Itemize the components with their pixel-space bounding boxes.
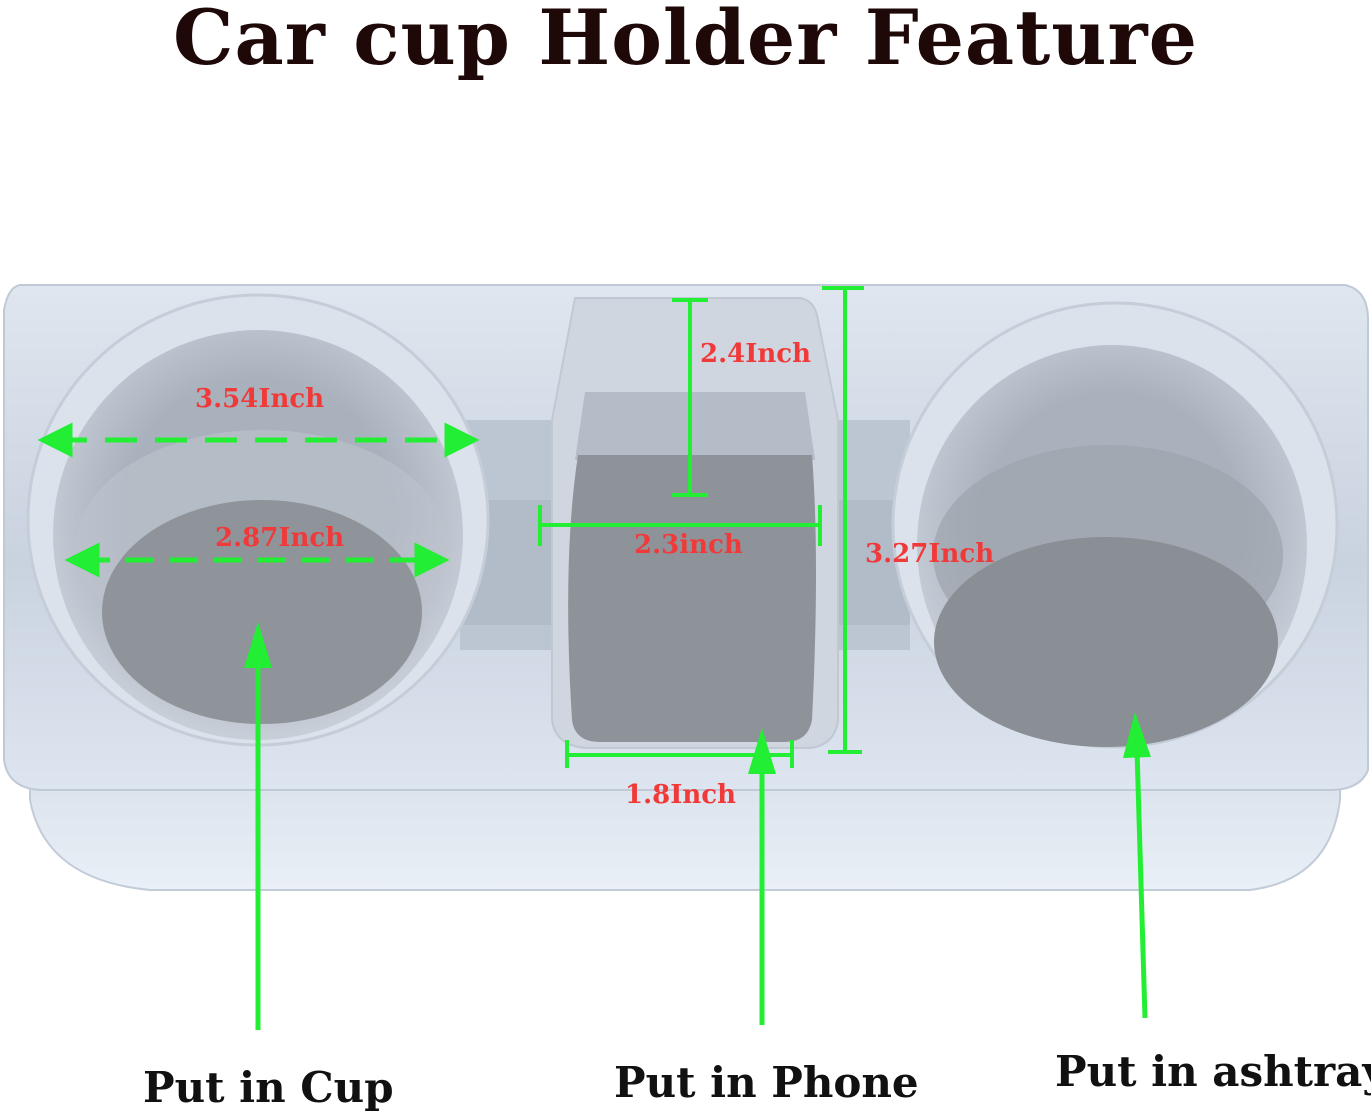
dimension-lines: [37, 286, 864, 768]
right-cup-well: [891, 301, 1339, 749]
slot-width-dimension-line: [538, 505, 822, 546]
caption-put-in-cup: Put in Cup: [143, 1063, 394, 1112]
caption-put-in-ashtray: Put in ashtray: [1055, 1047, 1371, 1096]
left-outer-diameter-label: 3.54Inch: [195, 384, 324, 414]
height-dimension-line: [822, 286, 864, 754]
pointer-arrows: [244, 622, 1151, 1030]
slot-bottom-width-label: 1.8Inch: [625, 780, 736, 810]
ashtray-pointer-arrow: [1123, 712, 1151, 1019]
holder-height-label: 3.27Inch: [865, 539, 994, 569]
caption-put-in-phone: Put in Phone: [614, 1058, 919, 1107]
slot-depth-dimension-line: [672, 298, 708, 497]
page-title: Car cup Holder Feature: [173, 0, 1198, 82]
slot-depth-label: 2.4Inch: [700, 339, 811, 369]
left-inner-diameter-label: 2.87Inch: [215, 523, 344, 553]
slot-width-label: 2.3inch: [634, 530, 743, 560]
phone-pointer-arrow: [748, 728, 776, 1025]
cup-pointer-arrow: [244, 622, 272, 1030]
